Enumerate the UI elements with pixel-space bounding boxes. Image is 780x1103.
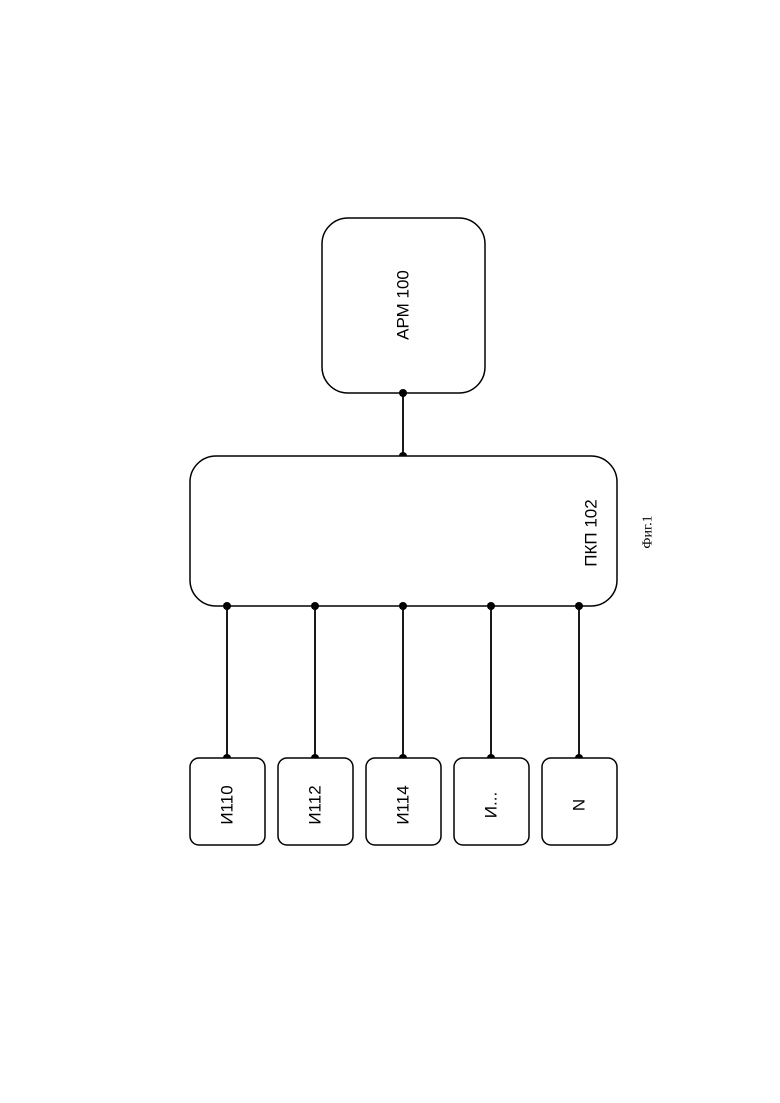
junction-dot [575,602,583,610]
junction-dot [487,602,495,610]
junction-dot [223,602,231,610]
source-label: И114 [394,785,413,824]
pkp-box [190,456,617,606]
figure-caption: Фиг.1 [641,515,656,548]
source-node: И110 [190,602,265,845]
pkp-label: ПКП 102 [582,499,601,566]
source-node: И114 [366,602,441,845]
arm-pkp-connector [399,389,407,460]
source-label: И... [482,792,501,818]
source-node: И... [454,602,529,845]
source-label: N [570,799,589,811]
junction-dot [399,602,407,610]
source-label: И112 [306,785,325,824]
junction-dot [311,602,319,610]
junction-dot [399,389,407,397]
source-label: И110 [218,785,237,824]
source-node: И112 [278,602,353,845]
source-node: N [542,602,617,845]
arm-label: АРМ 100 [394,270,413,340]
arm-node: АРМ 100 [322,218,485,393]
pkp-node: ПКП 102 [190,456,617,606]
